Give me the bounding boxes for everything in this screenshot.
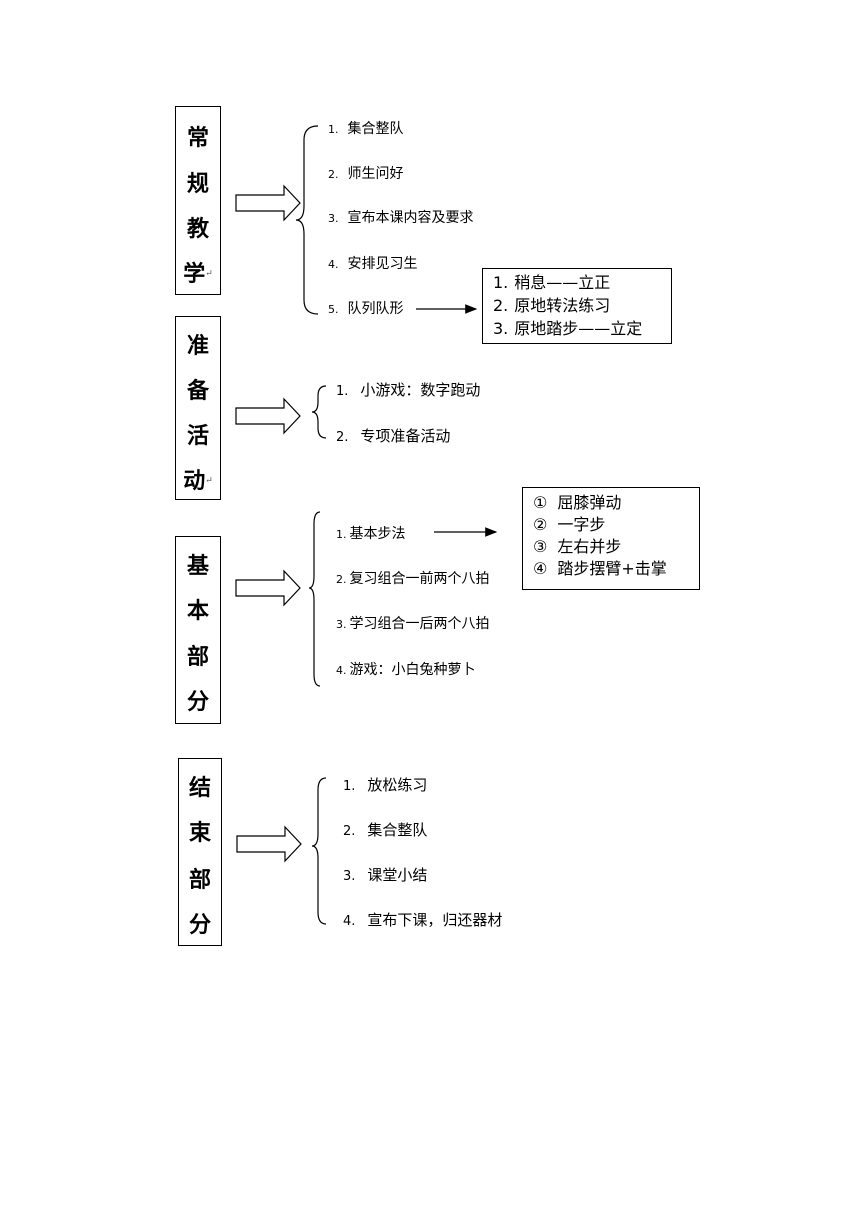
item-text: 课堂小结: [367, 866, 428, 884]
item-text: 放松练习: [367, 776, 428, 794]
sub-list-item: ② 一字步: [533, 516, 605, 534]
item-number: 5.: [328, 303, 339, 316]
block-arrow-icon: [235, 397, 301, 435]
item-text: 学习组合一后两个八拍: [349, 616, 490, 632]
item-number: 3.: [336, 618, 347, 631]
item-text: 复习组合一前两个八拍: [349, 571, 490, 587]
item-number: ②: [533, 515, 548, 534]
list-item: 4.游戏：小白兔种萝卜: [336, 662, 476, 679]
item-text: 师生问好: [347, 166, 404, 182]
item-number: ①: [533, 493, 548, 512]
item-number: 2.: [493, 296, 509, 315]
section-title-char: 动↵: [183, 468, 213, 494]
section-title-char: 学↵: [183, 261, 213, 287]
section-title-char: 教: [186, 216, 209, 242]
item-text: 小游戏：数字跑动: [360, 381, 481, 399]
item-text: 原地转法练习: [514, 296, 611, 315]
item-number: 1.: [343, 779, 356, 794]
item-number: ④: [533, 559, 548, 578]
section-title-char: 本: [186, 598, 209, 624]
section-title-box-warmup: 准 备 活 动↵: [175, 316, 221, 500]
item-number: 3.: [328, 212, 339, 225]
item-text: 踏步摆臂+击掌: [557, 559, 667, 578]
list-item: 5. 队列队形: [328, 301, 404, 318]
item-number: 2.: [336, 573, 347, 586]
section-title-char: 部: [188, 867, 211, 893]
item-number: 1.: [493, 273, 509, 292]
curly-brace: [311, 385, 327, 439]
section-title-char: 分: [186, 689, 209, 715]
section-title-char: 活: [186, 423, 209, 449]
list-item: 3.学习组合一后两个八拍: [336, 616, 490, 633]
section-title-char: 部: [186, 644, 209, 670]
section-title-char: 备: [186, 378, 209, 404]
list-item: 1. 放松练习: [343, 777, 427, 795]
item-text: 游戏：小白兔种萝卜: [349, 662, 476, 678]
block-arrow-icon: [235, 569, 301, 607]
item-number: 1.: [336, 528, 347, 541]
list-item: 3. 课堂小结: [343, 867, 427, 885]
list-item: 4. 安排见习生: [328, 256, 418, 273]
curly-brace: [295, 125, 319, 315]
section-title-char: 准: [186, 333, 209, 359]
item-text: 稍息——立正: [514, 273, 611, 292]
item-text: 宣布本课内容及要求: [347, 210, 474, 226]
list-item: 2. 专项准备活动: [336, 428, 450, 446]
item-number: 1.: [336, 384, 349, 399]
item-text: 左右并步: [557, 537, 622, 556]
item-number: 2.: [336, 430, 349, 445]
item-number: ③: [533, 537, 548, 556]
section-title-box-ending: 结 束 部 分: [178, 758, 222, 946]
block-arrow-icon: [235, 184, 301, 222]
list-item: 3. 宣布本课内容及要求: [328, 210, 474, 227]
item-text: 屈膝弹动: [557, 493, 622, 512]
curly-brace: [308, 511, 321, 687]
return-mark: ↵: [205, 269, 213, 279]
list-item: 1. 集合整队: [328, 121, 404, 138]
list-item: 1.基本步法: [336, 526, 406, 543]
item-text: 队列队形: [347, 301, 404, 317]
curly-brace: [311, 777, 327, 925]
list-item: 1. 小游戏：数字跑动: [336, 382, 480, 400]
section-title-box-routine: 常 规 教 学↵: [175, 106, 221, 295]
sub-list-box: ① 屈膝弹动 ② 一字步 ③ 左右并步 ④ 踏步摆臂+击掌: [522, 487, 700, 590]
sub-list-item: ③ 左右并步: [533, 538, 621, 556]
block-arrow-icon: [236, 825, 302, 863]
item-number: 2.: [343, 824, 356, 839]
return-mark: ↵: [205, 476, 213, 486]
section-title-char: 分: [188, 912, 211, 938]
item-text: 安排见习生: [347, 256, 418, 272]
sub-list-box: 1. 稍息——立正 2. 原地转法练习 3. 原地踏步——立定: [482, 268, 672, 344]
item-number: 4.: [343, 914, 356, 929]
section-title-char: 基: [186, 553, 209, 579]
item-number: 4.: [336, 664, 347, 677]
sub-list-item: 1. 稍息——立正: [493, 274, 610, 292]
sub-list-item: 2. 原地转法练习: [493, 297, 610, 315]
item-text: 集合整队: [367, 821, 428, 839]
section-title-char: 常: [186, 125, 209, 151]
item-text: 集合整队: [347, 121, 404, 137]
item-text: 一字步: [557, 515, 606, 534]
item-text: 专项准备活动: [360, 427, 451, 445]
item-number: 2.: [328, 168, 339, 181]
item-text: 宣布下课，归还器材: [367, 911, 503, 929]
sub-list-item: 3. 原地踏步——立定: [493, 320, 642, 338]
section-title-box-main: 基 本 部 分: [175, 536, 221, 724]
section-title-char: 结: [188, 775, 211, 801]
item-text: 原地踏步——立定: [514, 319, 643, 338]
list-item: 2.复习组合一前两个八拍: [336, 571, 490, 588]
sub-list-item: ④ 踏步摆臂+击掌: [533, 560, 667, 578]
item-text: 基本步法: [349, 526, 406, 542]
section-title-char: 规: [186, 171, 209, 197]
item-number: 3.: [493, 319, 509, 338]
sub-list-item: ① 屈膝弹动: [533, 494, 621, 512]
item-number: 4.: [328, 258, 339, 271]
list-item: 2. 师生问好: [328, 166, 404, 183]
item-number: 1.: [328, 123, 339, 136]
list-item: 2. 集合整队: [343, 822, 427, 840]
section-title-char: 束: [188, 820, 211, 846]
item-number: 3.: [343, 869, 356, 884]
list-item: 4. 宣布下课，归还器材: [343, 912, 502, 930]
